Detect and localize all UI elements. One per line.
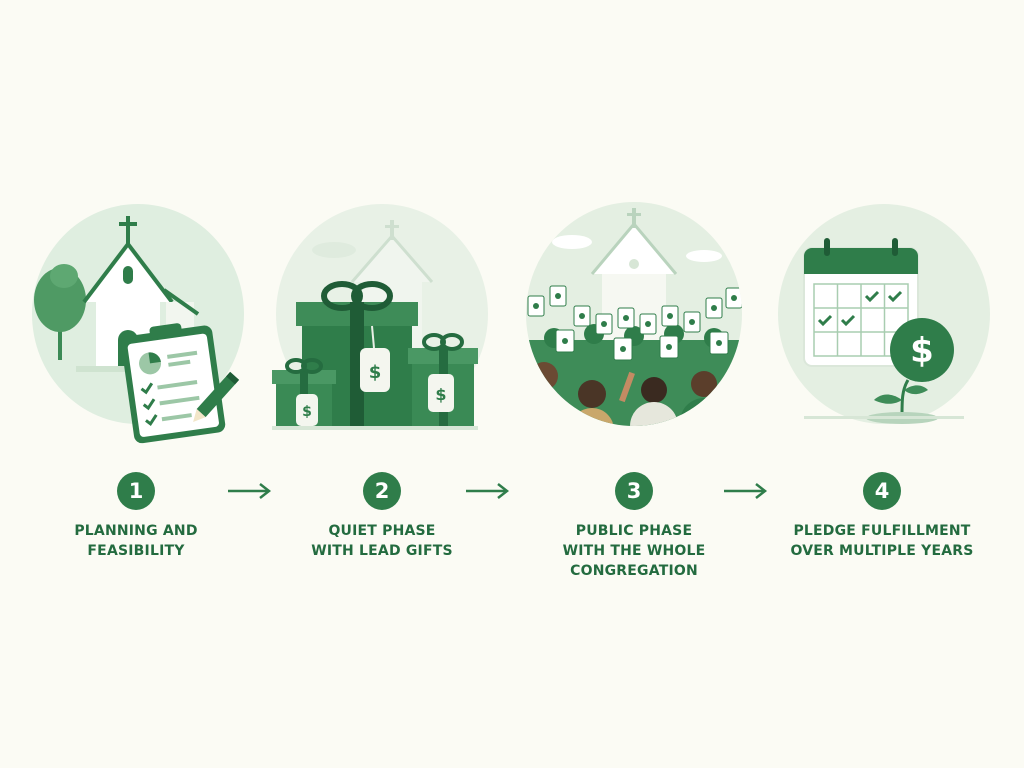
step-label-line: PUBLIC PHASE — [575, 523, 693, 539]
svg-text:$: $ — [302, 404, 312, 420]
step-number-badge: 4 — [863, 472, 901, 510]
step-3: 3 PUBLIC PHASE WITH THE WHOLE CONGREGATI… — [514, 190, 754, 590]
step-label-line: FEASIBILITY — [87, 543, 185, 559]
gift-boxes-with-dollar-tags-icon: $ $ $ — [272, 204, 488, 430]
step-label: PLEDGE FULFILLMENT OVER MULTIPLE YEARS — [762, 521, 1002, 561]
svg-text:$: $ — [435, 385, 446, 404]
step-label-line: CONGREGATION — [570, 563, 698, 579]
step-label-line: WITH LEAD GIFTS — [311, 543, 453, 559]
step-number-badge: 1 — [117, 472, 155, 510]
step-1: 1 PLANNING AND FEASIBILITY — [16, 190, 256, 590]
step-2: $ $ $ 2 QUIET PHASE WITH LEAD GIFTS — [262, 190, 502, 590]
step-label-line: QUIET PHASE — [328, 523, 436, 539]
svg-text:$: $ — [910, 331, 934, 371]
step-label-line: OVER MULTIPLE YEARS — [790, 543, 974, 559]
step-label: PLANNING AND FEASIBILITY — [16, 521, 256, 561]
crowd-holding-signs-icon — [526, 202, 742, 426]
svg-text:$: $ — [369, 362, 382, 383]
step-label: PUBLIC PHASE WITH THE WHOLE CONGREGATION — [514, 521, 754, 581]
church-with-clipboard-icon — [32, 204, 244, 444]
step-label-line: PLANNING AND — [74, 523, 198, 539]
step-number-badge: 3 — [615, 472, 653, 510]
step-label-line: PLEDGE FULFILLMENT — [793, 523, 971, 539]
step-label: QUIET PHASE WITH LEAD GIFTS — [262, 521, 502, 561]
step-number-badge: 2 — [363, 472, 401, 510]
right-arrow-icon — [228, 483, 272, 499]
step-label-line: WITH THE WHOLE — [562, 543, 706, 559]
step-4: $ 4 PLEDGE FULFILLMENT OVER MULTIPLE YEA… — [762, 190, 1002, 590]
calendar-with-dollar-plant-icon: $ — [778, 204, 990, 424]
right-arrow-icon — [724, 483, 768, 499]
right-arrow-icon — [466, 483, 510, 499]
